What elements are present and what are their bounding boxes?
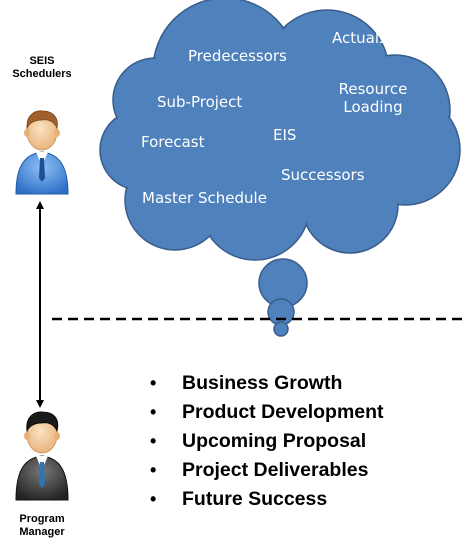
bullet-icon: • [150,402,157,422]
term-predecessors: Predecessors [188,47,287,65]
program-manager-label-line1: Program [19,513,65,525]
list-item: • Future Success [148,486,384,515]
list-item: • Business Growth [148,370,384,399]
term-eis: EIS [273,126,297,144]
term-forecast: Forecast [141,133,205,151]
term-actuals: Actuals [332,29,387,47]
bullet-icon: • [150,489,157,509]
priorities-list: • Business Growth • Product Development • U… [148,370,384,515]
priority-text: Product Development [182,401,384,423]
bullet-icon: • [150,460,157,480]
bullet-icon: • [150,373,157,393]
term-resource-loading-line2: Loading [343,98,403,116]
term-sub-project: Sub-Project [157,93,243,111]
schedulers-label-line1: SEIS [29,55,55,67]
priority-text: Project Deliverables [182,459,369,481]
list-item: • Project Deliverables [148,457,384,486]
list-item: • Upcoming Proposal [148,428,384,457]
schedulers-label: SEIS Schedulers [4,55,80,81]
thought-cloud [99,0,461,337]
program-manager-label: Program Manager [4,513,80,539]
bullet-icon: • [150,431,157,451]
term-master-schedule: Master Schedule [142,189,267,207]
priority-text: Future Success [182,488,328,510]
priority-text: Upcoming Proposal [182,430,367,452]
priority-text: Business Growth [182,372,343,394]
schedulers-label-line2: Schedulers [12,68,72,80]
term-successors: Successors [281,166,365,184]
term-resource-loading: Resource Loading [330,80,416,116]
list-item: • Product Development [148,399,384,428]
business-person-icon [15,110,69,195]
term-resource-loading-line1: Resource [338,80,408,98]
business-person-icon [15,411,69,501]
thought-bubble-trail [258,258,308,337]
program-manager-label-line2: Manager [19,526,65,538]
